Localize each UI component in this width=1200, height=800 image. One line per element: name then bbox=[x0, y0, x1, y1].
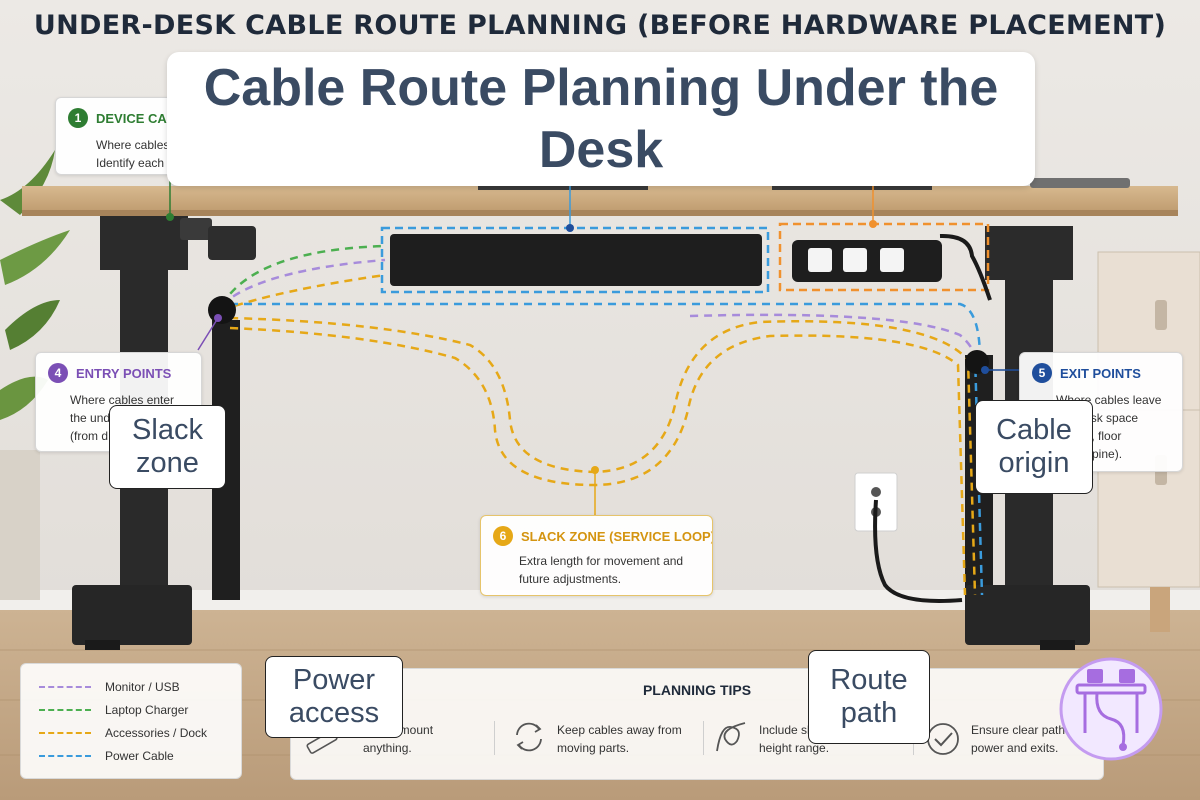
tip-item: Include sl height range. bbox=[711, 717, 829, 757]
card-line: the und bbox=[70, 411, 111, 425]
card-line: future adjustments. bbox=[519, 572, 622, 586]
tip-line: anything. bbox=[363, 741, 412, 755]
power-adapter bbox=[180, 218, 256, 260]
power-access-label: Power access bbox=[265, 656, 403, 738]
legend-item: Laptop Charger bbox=[39, 703, 188, 717]
tip-line: moving parts. bbox=[557, 741, 630, 755]
planning-tips-title: PLANNING TIPS bbox=[642, 682, 752, 698]
legend-item: Monitor / USB bbox=[39, 680, 180, 694]
tip-divider bbox=[494, 721, 495, 755]
cable-tray bbox=[380, 226, 770, 294]
card-line: (from d bbox=[70, 429, 109, 443]
tip-line: power and exits. bbox=[971, 741, 1059, 755]
tip-divider bbox=[703, 721, 704, 755]
tip-line: Keep cables away from bbox=[557, 723, 682, 737]
route-accessories-a bbox=[221, 273, 386, 312]
legend-label: Accessories / Dock bbox=[105, 726, 208, 740]
step-number-badge: 1 bbox=[68, 108, 88, 128]
route-service-loop-outer bbox=[229, 316, 977, 596]
cable-loop-icon bbox=[716, 722, 746, 752]
tip-line: Ensure clear path to bbox=[971, 723, 1079, 737]
step-number-badge: 4 bbox=[48, 363, 68, 383]
tip-item: Keep cables away from moving parts. bbox=[509, 717, 682, 757]
card-title: ENTRY POINTS bbox=[76, 365, 172, 381]
card-title: DEVICE CAB bbox=[96, 110, 177, 126]
legend-swatch bbox=[39, 686, 91, 688]
entry-grommet bbox=[208, 296, 236, 324]
step-number-badge: 5 bbox=[1032, 363, 1052, 383]
route-blue-right bbox=[973, 354, 984, 596]
slack-zone-label: Slack zone bbox=[109, 405, 226, 489]
card-title: EXIT POINTS bbox=[1060, 365, 1141, 381]
card-line: Where cables enter bbox=[70, 393, 175, 407]
route-laptop-charger bbox=[220, 244, 386, 306]
legend-label: Monitor / USB bbox=[105, 680, 180, 694]
diagram-header-title: UNDER-DESK CABLE ROUTE PLANNING (BEFORE … bbox=[33, 10, 1167, 41]
cable-legend: Monitor / USB Laptop Charger Accessories… bbox=[20, 663, 242, 779]
route-monitor-long bbox=[689, 313, 977, 361]
legend-swatch bbox=[39, 732, 91, 734]
desk-top bbox=[22, 178, 1178, 216]
desk-cable-logo-icon bbox=[1059, 657, 1163, 761]
tip-item: Ensure clear path to power and exits. bbox=[923, 717, 1078, 757]
legend-label: Power Cable bbox=[105, 749, 174, 763]
cable-origin-label: Cable origin bbox=[975, 400, 1093, 494]
legend-swatch bbox=[39, 709, 91, 711]
rotate-arrows-icon bbox=[516, 722, 542, 752]
legend-swatch bbox=[39, 755, 91, 757]
tip-line: height range. bbox=[759, 741, 830, 755]
route-monitor-usb bbox=[221, 258, 386, 306]
legend-label: Laptop Charger bbox=[105, 703, 189, 717]
planning-tips-panel: PLANNING TIPS re you mount anything. Kee… bbox=[290, 668, 1104, 780]
legend-item: Power Cable bbox=[39, 749, 174, 763]
route-power-long bbox=[230, 302, 982, 361]
card-title: SLACK ZONE (SERVICE LOOP) bbox=[521, 528, 713, 544]
overlay-title: Cable Route Planning Under the Desk bbox=[167, 52, 1035, 186]
legend-item: Accessories / Dock bbox=[39, 726, 207, 740]
slack-zone-card: 6 SLACK ZONE (SERVICE LOOP) Extra length… bbox=[480, 515, 713, 596]
card-line: Where cables bbox=[96, 138, 170, 152]
route-path-label: Route path bbox=[808, 650, 930, 744]
wall-outlet bbox=[854, 472, 963, 603]
card-line: Identify each bbox=[96, 156, 165, 170]
tip-line: Include sl bbox=[759, 723, 810, 737]
card-line: Extra length for movement and bbox=[519, 554, 684, 568]
step-number-badge: 6 bbox=[493, 526, 513, 546]
power-strip bbox=[778, 222, 992, 301]
